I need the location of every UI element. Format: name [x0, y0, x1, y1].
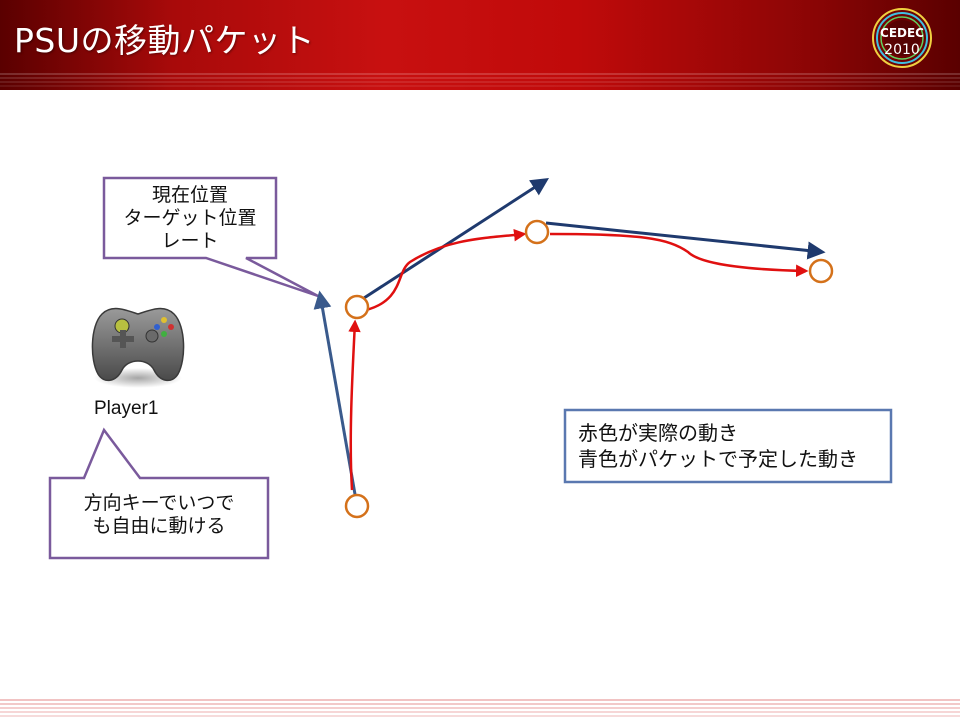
controller-info-callout [48, 427, 270, 560]
position-node-3 [524, 219, 550, 245]
slide-header: PSUの移動パケット CEDEC 2010 [0, 0, 960, 90]
header-stripes [0, 73, 960, 87]
position-info-text: 現在位置 ターゲット位置 レート [123, 184, 257, 252]
position-node-4 [808, 258, 834, 284]
legend-text: 赤色が実際の動き 青色がパケットで予定した動き [578, 421, 858, 471]
logo-text: CEDEC [880, 26, 924, 40]
actual-path-start [348, 319, 361, 491]
gamepad-icon [91, 307, 185, 388]
planned-path-middle [363, 178, 550, 300]
planned-path-end [545, 221, 826, 260]
position-info-callout [102, 176, 319, 298]
slide-title: PSUの移動パケット [14, 21, 316, 60]
controller-info-text: 方向キーでいつで も自由に動ける [83, 492, 235, 537]
actual-path-end [549, 232, 809, 278]
position-node-2 [344, 294, 370, 320]
logo-year: 2010 [884, 42, 920, 58]
actual-path-middle [365, 228, 527, 312]
player-label: Player1 [94, 398, 159, 419]
legend-box [563, 408, 893, 484]
position-node-1 [344, 493, 370, 519]
footer-stripes [0, 699, 960, 717]
cedec-logo: CEDEC 2010 [872, 8, 932, 68]
